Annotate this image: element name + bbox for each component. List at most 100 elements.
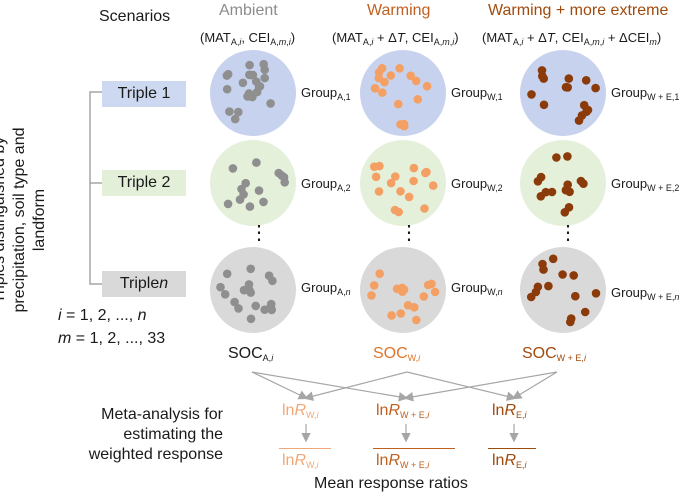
lnr-we: lnRW + E,i	[376, 402, 430, 420]
dot-row1-col2	[374, 73, 384, 83]
dot-row3-col3	[591, 289, 601, 298]
dot-row1-col3	[583, 105, 593, 115]
dot-row2-col1	[252, 158, 261, 167]
dot-row3-col1	[260, 305, 270, 315]
dot-row3-col2	[412, 315, 421, 325]
dot-row1-col3	[539, 100, 549, 110]
dot-row1-col1	[260, 65, 270, 74]
dot-row2-col2	[421, 168, 430, 178]
dot-row1-col2	[386, 71, 396, 80]
dot-row3-col3	[566, 314, 576, 323]
ellipsis-warming: ⋮	[399, 222, 419, 244]
dot-row1-col1	[245, 60, 254, 70]
dot-row1-col2	[377, 64, 387, 73]
group-a-2: GroupA,2	[301, 176, 351, 193]
dot-row3-col3	[539, 265, 548, 274]
mean-lnr-e: lnRE,i	[492, 452, 527, 470]
soc-ambient: SOCA,i	[228, 345, 274, 363]
soc-warming-extreme: SOCW + E,i	[522, 345, 586, 363]
dot-row2-col2	[391, 172, 400, 181]
dot-row1-col3	[581, 76, 591, 85]
arrow-soc-2-to-lnr-1	[303, 371, 408, 401]
dot-row2-col2	[386, 178, 396, 188]
mean-bar-we	[373, 448, 455, 449]
formula-ambient: (MATA,i, CEIA,m,i)	[200, 30, 296, 47]
dot-row3-col2	[367, 291, 376, 300]
soc-warming: SOCW,i	[373, 345, 421, 363]
dot-row3-col2	[430, 287, 440, 297]
dot-row1-col2	[378, 88, 387, 97]
lnr-w: lnRW,i	[282, 402, 319, 420]
dot-row3-col2	[369, 281, 379, 290]
ellipsis-extreme: ⋮	[558, 222, 578, 244]
dot-row1-col1	[260, 73, 270, 83]
dot-row1-col1	[246, 70, 256, 80]
dot-row1-col1	[243, 92, 252, 101]
dot-row3-col2	[427, 279, 436, 289]
circle-row2-col3	[520, 140, 606, 226]
dot-row3-col3	[569, 271, 578, 280]
meta-analysis-label: Meta-analysis for estimating the weighte…	[88, 406, 223, 463]
dot-row1-col3	[564, 74, 574, 83]
dot-row1-col2	[413, 95, 423, 104]
dot-row1-col1	[222, 84, 232, 94]
dot-row1-col2	[406, 71, 416, 81]
column-title-warming: Warming	[367, 2, 431, 19]
dot-row2-col1	[279, 173, 289, 182]
dot-row3-col3	[548, 254, 558, 264]
arrow-soc-3-to-lnr-3	[511, 371, 558, 400]
triple-2-label: Triple 2	[102, 170, 186, 196]
mean-lnr-we: lnRW + E,i	[376, 452, 430, 470]
mean-bar-w	[279, 448, 331, 449]
group-a-1: GroupA,1	[301, 85, 351, 102]
dot-row2-col1	[223, 199, 233, 209]
dot-row2-col3	[563, 180, 572, 189]
dot-row3-col1	[266, 299, 276, 309]
dot-row2-col1	[228, 164, 238, 173]
dot-row1-col2	[370, 84, 380, 93]
dot-row3-col3	[571, 291, 580, 301]
dot-row1-col3	[591, 83, 600, 93]
dot-row2-col3	[533, 177, 543, 186]
column-title-warming-extreme: Warming + more extreme	[488, 2, 669, 19]
dot-row3-col2	[398, 287, 407, 297]
dot-row1-col3	[563, 83, 572, 92]
dot-row1-col1	[230, 114, 240, 124]
dot-row2-col2	[404, 192, 414, 202]
dot-row1-col1	[234, 107, 243, 117]
dot-row3-col1	[251, 301, 260, 311]
dot-row3-col3	[544, 281, 553, 291]
dot-row2-col1	[254, 186, 264, 195]
dot-row2-col3	[563, 152, 572, 161]
dot-row2-col1	[245, 202, 255, 211]
group-w-n: GroupW,n	[451, 280, 503, 297]
formula-warming-extreme: (MATA,i + ΔT, CEIA,m,i + ΔCEIm)	[482, 30, 662, 47]
dot-row2-col2	[371, 172, 381, 182]
mean-lnr-w: lnRW,i	[282, 452, 319, 470]
dot-row2-col2	[374, 187, 384, 196]
dot-row3-col1	[246, 264, 255, 274]
dot-row1-col1	[223, 69, 233, 79]
arrow-soc-2-to-lnr-3	[406, 371, 517, 401]
ellipsis-ambient: ⋮	[249, 222, 269, 244]
dot-row3-col2	[403, 301, 413, 310]
triple-n-label: Triple n	[102, 271, 186, 297]
dot-row2-col3	[552, 153, 561, 162]
dot-row2-col3	[547, 187, 557, 197]
group-a-n: GroupA,n	[301, 280, 351, 297]
dot-row2-col2	[409, 176, 418, 186]
dot-row1-col2	[394, 99, 403, 109]
dot-row2-col3	[536, 192, 546, 201]
dot-row2-col2	[396, 187, 405, 196]
dot-row3-col1	[264, 271, 274, 281]
dot-row1-col2	[422, 81, 432, 91]
lnr-e: lnRE,i	[492, 402, 527, 420]
dot-row3-col2	[387, 311, 396, 320]
dot-row3-col2	[375, 269, 385, 279]
dot-row2-col2	[420, 204, 429, 213]
column-title-ambient: Ambient	[219, 2, 278, 19]
dot-row1-col1	[225, 107, 234, 116]
dot-row3-col1	[216, 282, 225, 292]
dot-row1-col1	[266, 99, 275, 108]
